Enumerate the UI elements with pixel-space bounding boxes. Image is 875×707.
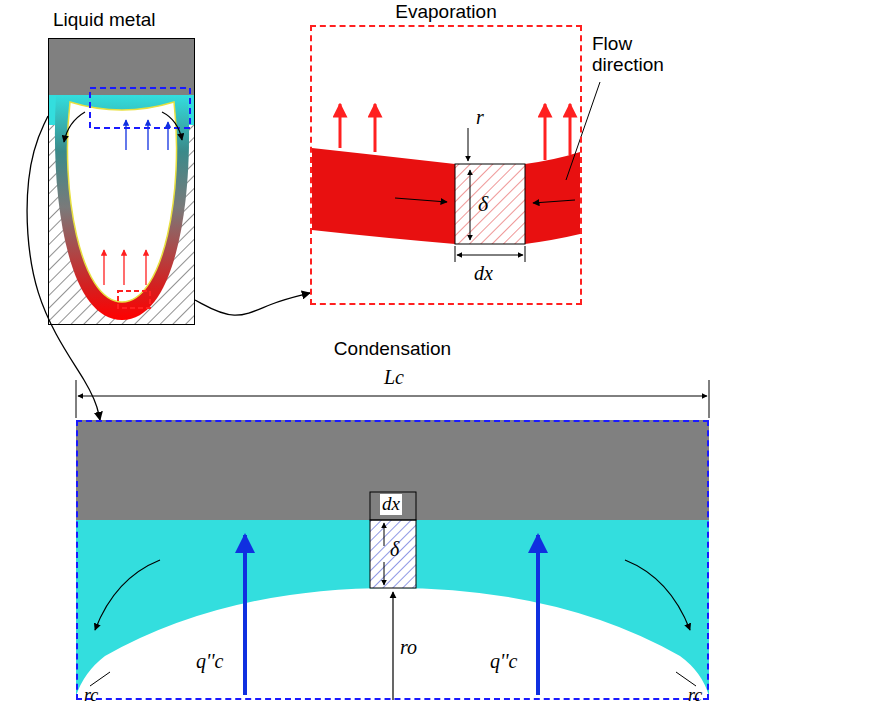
panel-box: Liquid metal	[48, 38, 195, 325]
zoom-arrow	[27, 116, 100, 420]
panel-box: Evaporation	[310, 25, 582, 305]
condensation-detail	[76, 380, 709, 700]
heat-flux-symbol: q''c	[490, 650, 517, 672]
radius-symbol: ro	[400, 636, 417, 658]
heat-flux-symbol: q''c	[196, 650, 223, 672]
length-symbol: Lc	[384, 366, 404, 388]
evaporation-detail	[312, 82, 600, 262]
width-symbol: dx	[474, 262, 493, 284]
panel-title: Evaporation	[395, 1, 496, 23]
thickness-symbol: δ	[390, 538, 399, 560]
flow-note: Flow direction	[592, 34, 682, 76]
radius-symbol: r	[476, 106, 484, 128]
zoom-arrow	[195, 293, 310, 315]
radius-symbol: rc	[688, 686, 702, 706]
panel-title: Condensation	[334, 338, 451, 360]
radius-symbol: rc	[84, 686, 98, 706]
panel-box: Condensation	[76, 420, 709, 700]
heat-pipe-section	[48, 38, 195, 325]
panel-title: Liquid metal	[53, 9, 155, 31]
thickness-symbol: δ	[478, 192, 488, 216]
width-symbol: dx	[380, 494, 402, 515]
